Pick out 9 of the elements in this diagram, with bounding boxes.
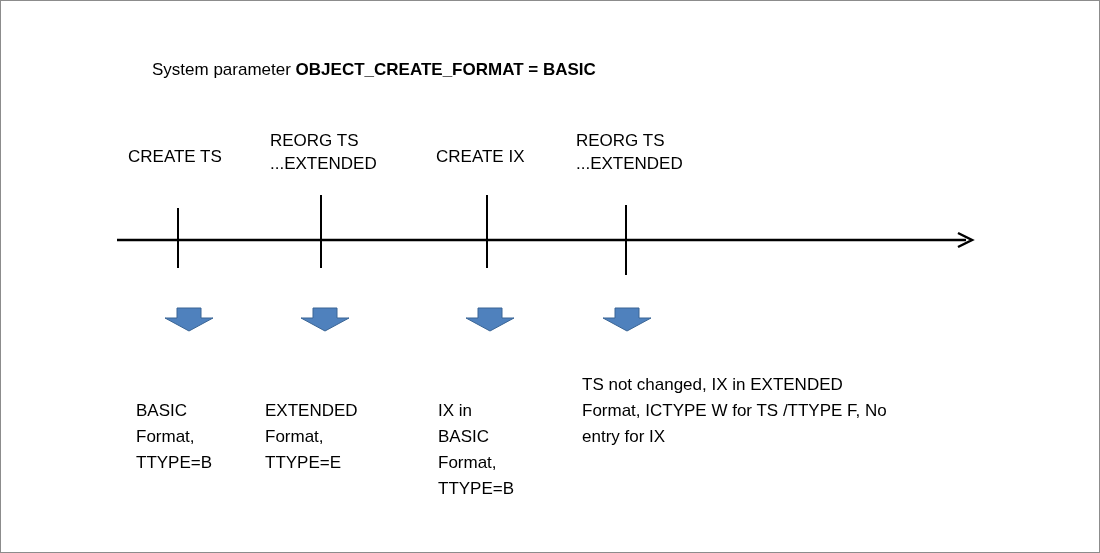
result-text: BASIC Format, TTYPE=B [136, 400, 214, 474]
result-text: IX in BASIC Format, TTYPE=B [438, 400, 516, 500]
event-label: REORG TS ...EXTENDED [270, 130, 378, 175]
result-text: EXTENDED Format, TTYPE=E [265, 400, 359, 474]
event-label: CREATE IX [436, 146, 526, 168]
event-label: REORG TS ...EXTENDED [576, 130, 684, 175]
event-label: CREATE TS [128, 146, 223, 168]
title: System parameter OBJECT_CREATE_FORMAT = BASIC [152, 60, 596, 80]
result-text: TS not changed, IX in EXTENDED Format, ICTYPE W for TS /TTYPE F, No entry for IX [582, 374, 888, 448]
